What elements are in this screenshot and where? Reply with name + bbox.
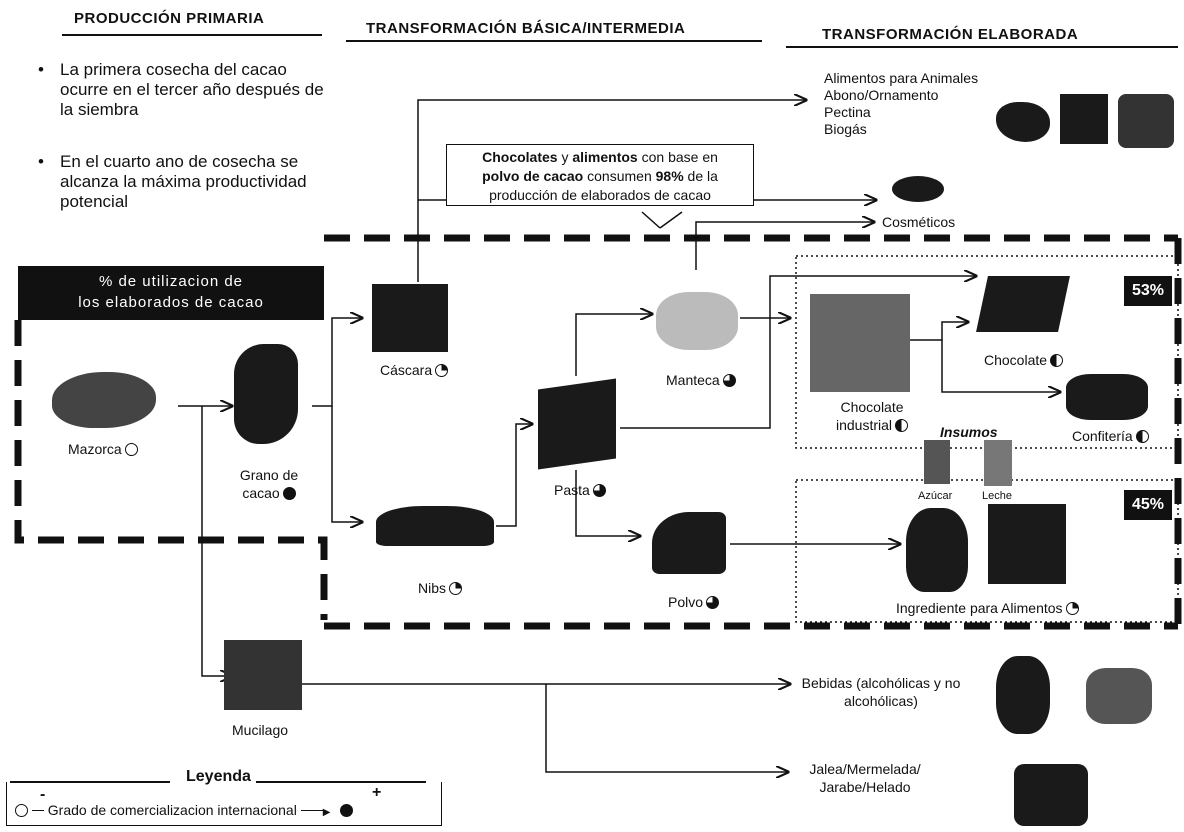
bullet-2: • En el cuarto ano de cosecha se alcanza… <box>38 152 307 211</box>
chocolate-industrial-image <box>810 294 910 392</box>
mucilago-label: Mucilago <box>232 722 289 738</box>
pie-half-icon <box>1050 354 1064 367</box>
confiteria-label: Confitería <box>1072 428 1149 444</box>
pie-empty-icon <box>15 804 28 817</box>
manteca-label: Manteca <box>666 372 736 388</box>
grano-label: Grano de cacao <box>239 467 299 501</box>
pasta-label: Pasta <box>554 482 606 498</box>
confiteria-image <box>1066 374 1148 420</box>
pie-three-quarter-icon <box>722 374 736 387</box>
pie-quarter-icon <box>435 364 449 377</box>
legend-box <box>6 782 442 826</box>
grano-image <box>234 344 298 444</box>
legend-plus: + <box>372 784 382 801</box>
chocolate-industrial-label: Chocolate industrial <box>822 398 922 434</box>
nibs-label: Nibs <box>418 580 463 596</box>
mazorca-label: Mazorca <box>68 441 138 457</box>
polvo-image <box>652 512 726 574</box>
pie-full-icon <box>340 804 354 817</box>
legend-minus: - <box>40 786 46 803</box>
manteca-image <box>656 292 738 350</box>
polvo-label: Polvo <box>668 594 720 610</box>
header-elaborated: TRANSFORMACIÓN ELABORADA <box>822 26 1079 43</box>
header-primary: PRODUCCIÓN PRIMARIA <box>74 10 265 27</box>
cascara-label: Cáscara <box>380 362 449 378</box>
byproducts-list: Alimentos para Animales Abono/Ornamento … <box>824 70 979 137</box>
azucar-label: Azúcar <box>918 490 953 502</box>
legend-row: Grado de comercializacion internacional … <box>12 802 354 821</box>
bebidas-label: Bebidas (alcohólicas y no alcohólicas) <box>801 675 961 709</box>
cascara-image <box>372 284 448 352</box>
jalea-label: Jalea/Mermelada/ Jarabe/Helado <box>809 761 921 795</box>
leche-image <box>984 440 1012 486</box>
byproduct-image-1 <box>996 102 1050 142</box>
cosmeticos-image <box>892 176 944 202</box>
nibs-image <box>376 506 494 546</box>
mucilago-image <box>224 640 302 710</box>
cosmeticos-label: Cosméticos <box>882 214 956 230</box>
pie-full-icon <box>282 487 296 500</box>
bebidas-image-1 <box>996 656 1050 734</box>
ingrediente-label: Ingrediente para Alimentos <box>896 600 1079 616</box>
chocolate-image <box>976 276 1070 332</box>
pie-half-icon <box>895 419 909 432</box>
pie-three-quarter-icon <box>592 484 606 497</box>
bullet-1: • La primera cosecha del cacao ocurre en… <box>38 60 324 119</box>
ingrediente-image-1 <box>906 508 968 592</box>
pie-quarter-icon <box>449 582 463 595</box>
pie-half-icon <box>1135 430 1149 443</box>
pie-three-quarter-icon <box>706 596 720 609</box>
byproduct-image-3 <box>1118 94 1174 148</box>
chocolate-label: Chocolate <box>984 352 1064 368</box>
leche-label: Leche <box>982 490 1012 502</box>
header-basic: TRANSFORMACIÓN BÁSICA/INTERMEDIA <box>366 20 686 37</box>
pasta-image <box>538 378 616 470</box>
pie-quarter-icon <box>1065 602 1079 615</box>
azucar-image <box>924 440 950 484</box>
callout-box: Chocolates y alimentos con base en polvo… <box>446 144 754 206</box>
ingrediente-image-2 <box>988 504 1066 584</box>
pie-empty-icon <box>124 443 138 456</box>
bebidas-image-2 <box>1086 668 1152 724</box>
mazorca-image <box>52 372 156 428</box>
percent-badge-45: 45% <box>1124 490 1173 520</box>
insumos-label: Insumos <box>940 424 998 440</box>
percent-badge-53: 53% <box>1124 276 1173 306</box>
legend-title: Leyenda <box>186 768 251 785</box>
jalea-image <box>1014 764 1088 826</box>
utilization-box: % de utilizacion de los elaborados de ca… <box>18 266 324 320</box>
byproduct-image-2 <box>1060 94 1108 144</box>
